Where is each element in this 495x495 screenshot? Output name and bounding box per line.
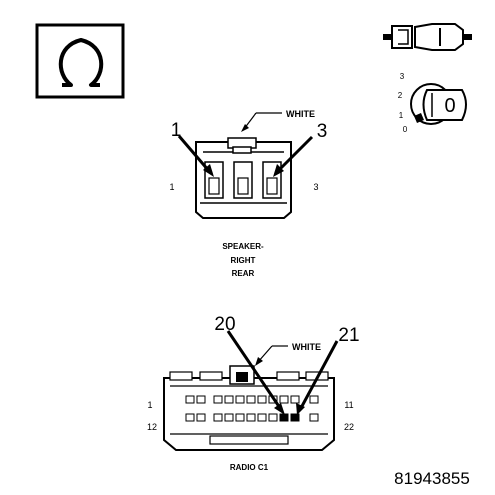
ignition-position-1: 1 bbox=[399, 111, 404, 120]
radio-pin-row-1 bbox=[185, 395, 319, 404]
ignition-key-label: 0 bbox=[444, 95, 455, 117]
speaker-side-label-3: 3 bbox=[313, 182, 318, 192]
radio-pin-callout-21: 21 bbox=[338, 325, 359, 346]
speaker-caption-line2: RIGHT bbox=[231, 256, 256, 265]
omega-symbol-icon bbox=[35, 23, 125, 99]
speaker-pin-callout-1: 1 bbox=[171, 120, 182, 141]
figure-number: 81943855 bbox=[394, 469, 470, 488]
speaker-connector bbox=[177, 112, 314, 219]
ignition-key-icon bbox=[410, 83, 467, 125]
radio-row2-right-label: 22 bbox=[344, 422, 354, 432]
radio-row1-left-label: 1 bbox=[147, 400, 152, 410]
ignition-position-2: 2 bbox=[398, 91, 403, 100]
radio-pin-callout-20: 20 bbox=[214, 314, 235, 335]
ignition-position-0: 0 bbox=[403, 125, 408, 134]
speaker-pin-callout-3: 3 bbox=[317, 121, 328, 142]
radio-row2-left-label: 12 bbox=[147, 422, 157, 432]
radio-pin-row-2 bbox=[185, 413, 319, 422]
radio-caption: RADIO C1 bbox=[230, 463, 269, 472]
speaker-caption-line3: REAR bbox=[232, 269, 255, 278]
plug-connector-icon bbox=[383, 23, 472, 51]
radio-color-callout: WHITE bbox=[292, 342, 321, 352]
radio-connector bbox=[163, 330, 339, 451]
radio-row1-right-label: 11 bbox=[344, 400, 353, 410]
speaker-caption-line1: SPEAKER- bbox=[222, 242, 264, 251]
speaker-side-label-1: 1 bbox=[169, 182, 174, 192]
ignition-position-3: 3 bbox=[400, 72, 405, 81]
speaker-color-callout: WHITE bbox=[286, 109, 315, 119]
